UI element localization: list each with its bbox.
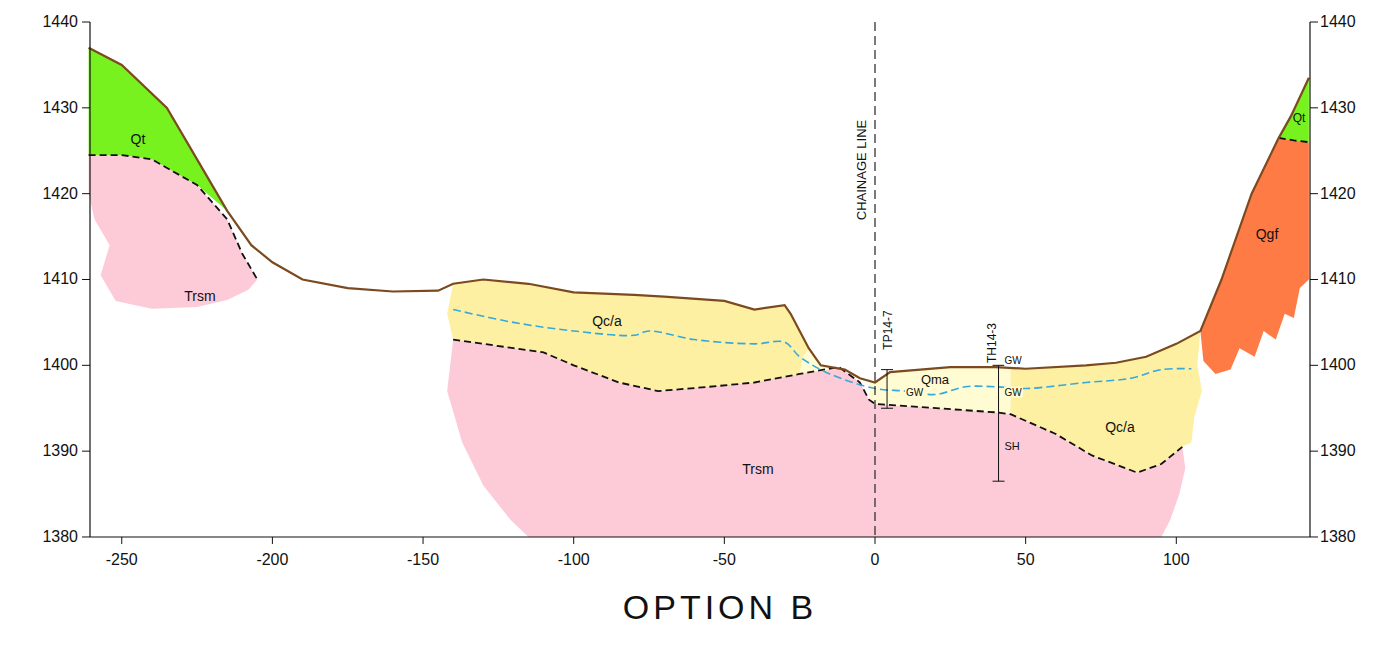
chainage-label: -200 [256, 551, 288, 569]
axis-tick [82, 193, 90, 194]
chainage-label: 100 [1163, 551, 1190, 569]
groundwater-line [453, 310, 1191, 395]
qgf-unit [1200, 138, 1308, 374]
axis-tick [82, 451, 90, 452]
elevation-label: 1400 [42, 357, 78, 375]
unit-label: Qc/a [1105, 420, 1135, 435]
elevation-label: 1440 [42, 13, 78, 31]
elevation-label: 1440 [1320, 13, 1356, 31]
boreholes [881, 365, 1004, 481]
axis-tick [573, 537, 574, 544]
unit-label: Qma [921, 373, 949, 387]
elevation-label: 1390 [42, 442, 78, 460]
axis-tick [1310, 451, 1318, 452]
elevation-label: 1420 [42, 185, 78, 203]
axis-tick [1310, 536, 1318, 537]
axis-tick [1310, 193, 1318, 194]
unit-label: Qc/a [592, 314, 622, 329]
elevation-label: 1430 [1320, 99, 1356, 117]
axis-tick [82, 365, 90, 366]
chainage-label: -50 [713, 551, 736, 569]
trsm-left-unit [89, 155, 258, 309]
elevation-label: 1420 [1320, 185, 1356, 203]
borehole-tick [993, 481, 1005, 482]
axis-tick [875, 537, 876, 544]
chainage-label: -250 [106, 551, 138, 569]
axis-tick [1176, 537, 1177, 544]
axis-tick [1310, 279, 1318, 280]
ground-surface [89, 48, 1309, 383]
qca-right-unit [1011, 331, 1202, 473]
chainage-label: -100 [558, 551, 590, 569]
section-title: OPTION B [623, 588, 817, 627]
chainage-label: 0 [871, 551, 880, 569]
axis-tick [1310, 365, 1318, 366]
borehole-tick [881, 408, 893, 409]
elevation-label: 1390 [1320, 442, 1356, 460]
borehole-label: TP14-7 [882, 309, 895, 350]
borehole-line [998, 365, 999, 481]
rock-marker: SH [1005, 440, 1020, 452]
chainage-label: 50 [1017, 551, 1035, 569]
groundwater-marker: GW [1004, 355, 1023, 366]
unit-label: Qgf [1256, 227, 1279, 242]
unit-label: Trsm [742, 462, 773, 477]
qt-left-unit [89, 48, 228, 211]
chainage-label: -150 [407, 551, 439, 569]
elevation-label: 1380 [42, 528, 78, 546]
groundwater-marker: GW [905, 387, 924, 398]
axis-tick [272, 537, 273, 544]
unit-boundaries [89, 138, 1309, 473]
axis-tick [1025, 537, 1026, 544]
contact-line [1279, 138, 1309, 142]
borehole-label: TH14-3 [986, 322, 999, 364]
geology-units [89, 48, 1309, 537]
chainage-line [874, 22, 875, 537]
unit-label: Trsm [184, 289, 215, 304]
borehole-line [887, 370, 888, 409]
axis-tick [1310, 107, 1318, 108]
borehole-tick [881, 369, 893, 370]
elevation-label: 1400 [1320, 357, 1356, 375]
axis-tick [82, 107, 90, 108]
axis-tick [82, 22, 90, 23]
axes [82, 22, 1318, 544]
elevation-label: 1410 [1320, 271, 1356, 289]
chainage-line-label: CHAINAGE LINE [855, 119, 869, 221]
qma-unit [869, 367, 1011, 414]
unit-label: Qt [131, 132, 146, 147]
groundwater-marker: GW [1004, 387, 1023, 398]
axis-tick [121, 537, 122, 544]
axis-tick [724, 537, 725, 544]
axis-tick [423, 537, 424, 544]
bottom-axis [90, 536, 1310, 537]
unit-label: Qt [1293, 112, 1306, 125]
elevation-label: 1430 [42, 99, 78, 117]
axis-tick [82, 279, 90, 280]
elevation-label: 1410 [42, 271, 78, 289]
axis-tick [82, 536, 90, 537]
elevation-label: 1380 [1320, 528, 1356, 546]
axis-tick [1310, 22, 1318, 23]
